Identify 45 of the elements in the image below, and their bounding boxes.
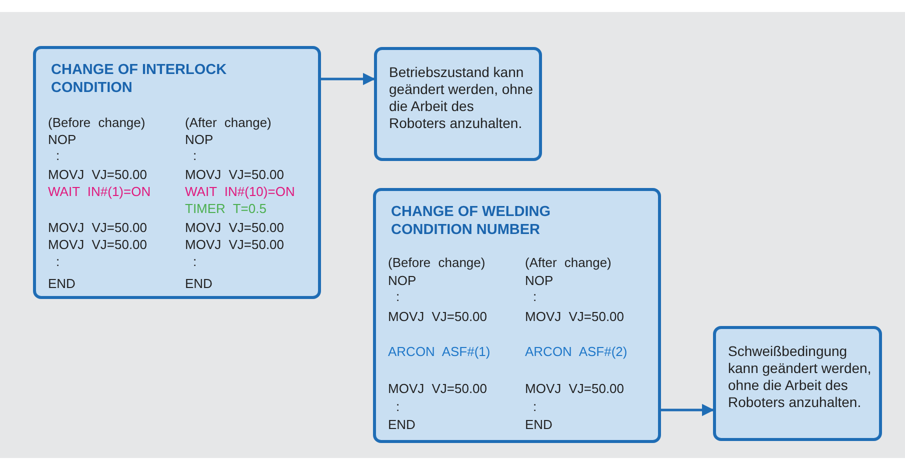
code-line: END — [388, 417, 416, 432]
code-line: : — [396, 289, 400, 304]
code-line: MOVJ VJ=50.00 — [388, 309, 488, 324]
code-line: MOVJ VJ=50.00 — [185, 237, 284, 252]
code-line: MOVJ VJ=50.00 — [525, 309, 624, 324]
code-line: : — [533, 289, 537, 304]
code-line: WAIT IN#(1)=ON — [48, 184, 151, 199]
code-line: NOP — [48, 132, 76, 147]
note-box — [713, 326, 882, 441]
code-line: MOVJ VJ=50.00 — [525, 381, 624, 396]
arrow — [661, 404, 714, 416]
code-line: END — [48, 276, 76, 291]
code-line: (Before change) — [48, 115, 146, 130]
code-line: END — [185, 276, 212, 291]
code-line: MOVJ VJ=50.00 — [185, 167, 284, 182]
description-text: Schweißbedingung kann geändert werden, ohne die Arbeit des Roboters anzuhalten. — [728, 343, 872, 411]
code-line: TIMER T=0.5 — [185, 201, 266, 216]
code-line: : — [56, 148, 60, 163]
code-line: WAIT IN#(10)=ON — [185, 184, 295, 199]
code-line: ARCON ASF#(2) — [525, 344, 628, 359]
code-line: : — [193, 254, 197, 269]
code-line: ARCON ASF#(1) — [388, 344, 490, 359]
arrow — [321, 72, 376, 86]
code-line: (After change) — [185, 115, 272, 130]
code-line: (After change) — [525, 255, 612, 270]
code-line: MOVJ VJ=50.00 — [48, 237, 148, 252]
code-line: NOP — [388, 273, 416, 288]
code-panel — [373, 188, 661, 443]
code-line: : — [56, 254, 60, 269]
description-text: Betriebszustand kann geändert werden, ohne die Arbeit des Roboters anzuhalten. — [389, 64, 533, 132]
code-line: NOP — [185, 132, 214, 147]
code-line: MOVJ VJ=50.00 — [48, 220, 148, 235]
code-line: MOVJ VJ=50.00 — [48, 167, 148, 182]
code-line: : — [193, 148, 197, 163]
code-panel — [33, 46, 321, 299]
box-heading: CHANGE OF WELDING CONDITION NUMBER — [391, 203, 552, 239]
note-box — [374, 47, 542, 161]
code-line: (Before change) — [388, 255, 486, 270]
code-line: NOP — [525, 273, 554, 288]
code-line: END — [525, 417, 552, 432]
box-heading: CHANGE OF INTERLOCK CONDITION — [51, 61, 228, 97]
code-line: : — [533, 399, 537, 414]
code-line: : — [396, 399, 400, 414]
code-line: MOVJ VJ=50.00 — [185, 220, 284, 235]
code-line: MOVJ VJ=50.00 — [388, 381, 488, 396]
